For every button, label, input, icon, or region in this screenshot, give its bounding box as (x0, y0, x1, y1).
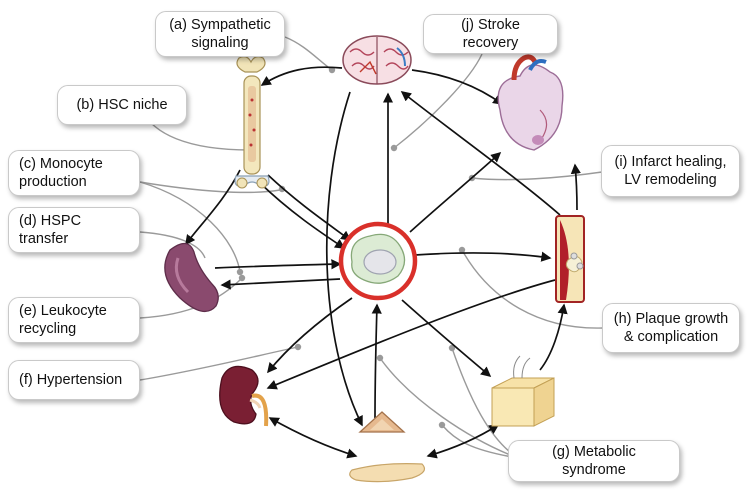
label-hypertension: (f) Hypertension (8, 360, 140, 400)
heart-icon (497, 54, 564, 151)
label-h-text: (h) Plaque growth & complication (613, 310, 729, 345)
bone-icon (234, 56, 270, 189)
label-plaque-growth: (h) Plaque growth & complication (602, 303, 740, 353)
arrow-artery-brain (400, 91, 561, 216)
arrow-artery-heart (570, 163, 581, 211)
label-metabolic-syndrome: (g) Metabolic syndrome (508, 440, 680, 482)
arrow-adipose-artery (539, 303, 568, 371)
connector-g2 (379, 357, 519, 459)
connector-j (393, 53, 483, 149)
connector-h (461, 249, 604, 329)
connector-i (471, 171, 603, 181)
arrow-pancreas-adipose (426, 424, 500, 459)
arrow-leuk-kidney (267, 297, 353, 374)
label-e-text: (e) Leukocyte recycling (19, 302, 107, 337)
label-d-text: (d) HSPC transfer (19, 212, 82, 247)
kidney-icon (219, 365, 269, 427)
artery-icon (555, 215, 585, 303)
label-g-text: (g) Metabolic syndrome (552, 443, 636, 478)
arrow-leuk-adipose (401, 299, 492, 377)
label-c-text: (c) Monocyte production (19, 155, 103, 190)
label-a-text: (a) Sympathetic signaling (169, 16, 271, 51)
label-j-text: (j) Stroke recovery (461, 16, 520, 51)
connector-c2 (139, 181, 241, 273)
pancreas-icon (349, 411, 425, 483)
arrow-brain-bone (260, 66, 343, 86)
label-stroke-recovery: (j) Stroke recovery (423, 14, 558, 54)
arrow-pancreas-leuk (371, 303, 382, 419)
label-i-text: (i) Infarct healing, LV remodeling (614, 153, 727, 188)
label-sympathetic-signaling: (a) Sympathetic signaling (155, 11, 285, 57)
arrow-leuk-artery (414, 251, 552, 262)
leukocyte-icon (338, 221, 418, 301)
label-infarct-healing: (i) Infarct healing, LV remodeling (601, 145, 740, 197)
label-hsc-niche: (b) HSC niche (57, 85, 187, 125)
arrow-leuk-heart (409, 151, 502, 233)
brain-icon (342, 35, 412, 85)
spleen-icon (164, 242, 219, 313)
adipose-icon (491, 355, 555, 427)
arrow-brain-heart (411, 69, 504, 105)
label-b-text: (b) HSC niche (76, 96, 168, 113)
label-leukocyte-recycling: (e) Leukocyte recycling (8, 297, 140, 343)
arrow-brain-pancreas (325, 91, 363, 427)
arrow-bone-leuk1 (267, 174, 352, 241)
connector-f (139, 346, 299, 381)
arrow-bone-leuk2 (258, 181, 346, 249)
label-f-text: (f) Hypertension (19, 371, 123, 388)
label-hspc-transfer: (d) HSPC transfer (8, 207, 140, 253)
arrow-kidney-pancreas (268, 417, 358, 459)
arrow-artery-kidney (266, 279, 556, 390)
label-monocyte-production: (c) Monocyte production (8, 150, 140, 196)
